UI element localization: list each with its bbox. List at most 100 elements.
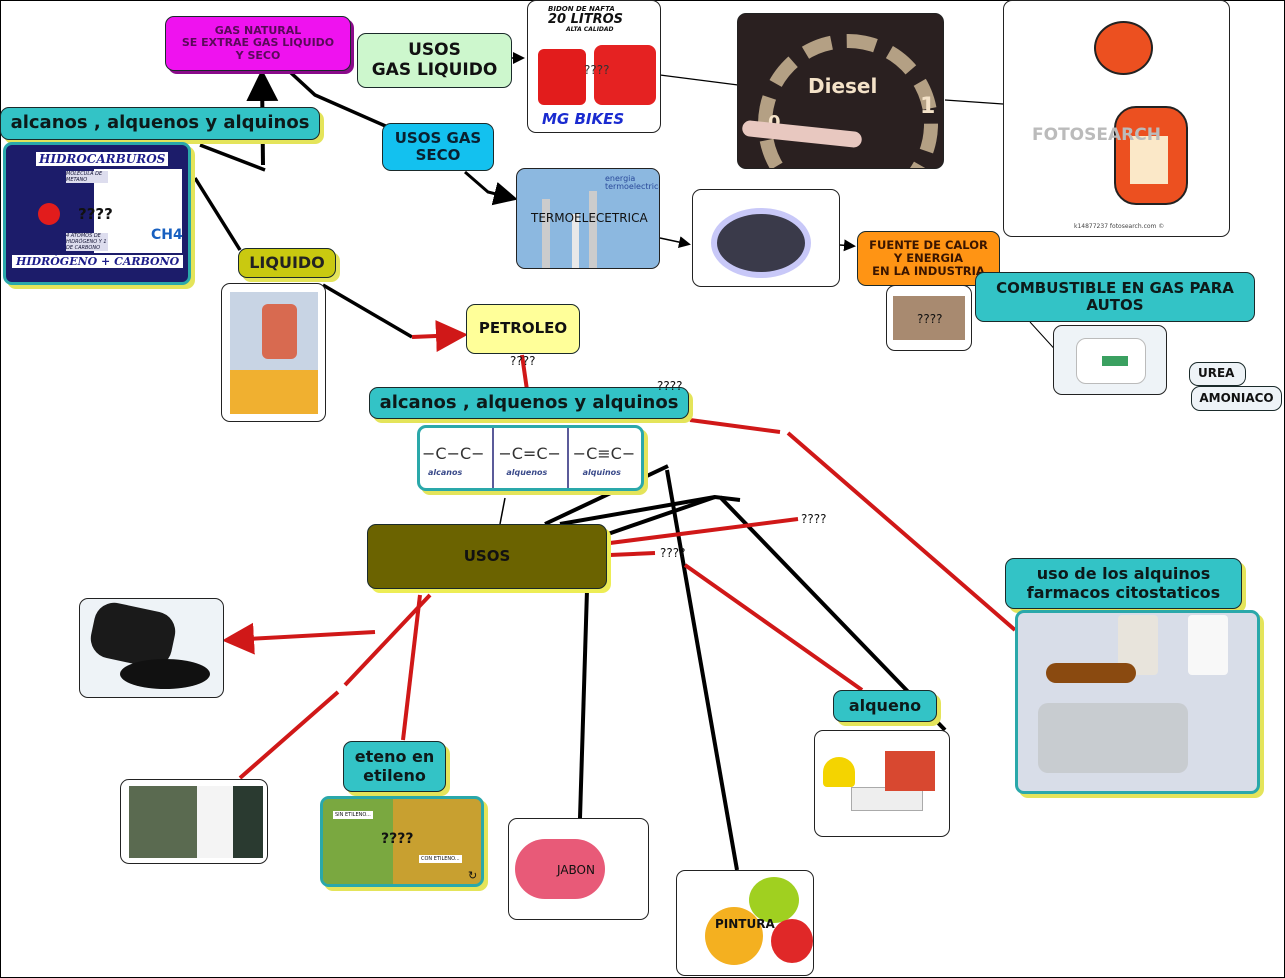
formula-text: −C−C− <box>422 444 485 463</box>
formula-text: −C=C− <box>498 444 561 463</box>
soap-icon <box>515 839 605 899</box>
bidon-brand: MG BIKES <box>542 110 625 128</box>
link-liquido-petroleo <box>322 283 413 339</box>
image-farmacos[interactable] <box>1015 610 1260 794</box>
link-usos-3 <box>604 494 741 537</box>
paint-green <box>749 877 799 923</box>
node-usos[interactable]: USOS <box>367 524 607 589</box>
node-alcanos-mid[interactable]: alcanos , alquenos y alquinos <box>369 387 689 419</box>
image-hidrocarburos[interactable]: HIDROCARBUROS MOLÉCULA DE METANO 4 ATOMO… <box>3 142 191 285</box>
chimney-3 <box>589 191 597 268</box>
hidro-atomos: 4 ATOMOS DE HIDRÓGENO Y 1 DE CARBONO <box>66 233 108 251</box>
carbon-atom-icon <box>38 203 60 225</box>
formula-text: −C≡C− <box>572 444 636 463</box>
node-amoniaco[interactable]: AMONIACO <box>1191 386 1282 411</box>
label-usos-q2: ???? <box>660 546 686 560</box>
oil-spill <box>120 659 210 689</box>
formula-name: alquinos <box>582 468 621 477</box>
flame-ring-icon <box>711 208 811 278</box>
extinguisher-label <box>1130 136 1168 184</box>
chimney-2 <box>572 214 579 268</box>
gas-tank-icon <box>1102 356 1128 366</box>
link-diesel-foto <box>944 99 1004 105</box>
link-petroleo-alcanos <box>520 354 529 391</box>
link-usos-farmacos <box>609 517 799 545</box>
link-liquido-petroleo-red <box>411 320 468 352</box>
jerrycan-large-icon <box>594 45 656 105</box>
image-bananas[interactable]: SIN ETILENO... CON ETILENO... ???? ↻ <box>320 796 484 887</box>
link-usosseco-termo <box>464 170 518 206</box>
link-usos-2 <box>559 495 716 526</box>
bidon-question: ???? <box>584 63 610 77</box>
image-diesel-gauge[interactable]: Diesel 0 1 <box>737 13 944 169</box>
image-fotosearch-extinguisher[interactable]: FOTOSEARCH k14877237 fotosearch.com © <box>1003 0 1230 237</box>
image-gas-burner[interactable] <box>692 189 840 287</box>
label-alcanos-q: ???? <box>657 379 683 393</box>
pills-blister <box>1038 703 1188 773</box>
gauge-one: 1 <box>920 94 936 119</box>
image-fire[interactable]: ???? <box>886 285 972 351</box>
node-usos-gas-seco[interactable]: USOS GAS SECO <box>382 123 494 171</box>
image-termoelectrica[interactable]: energia termoelectrica TERMOELECETRICA <box>516 168 660 269</box>
hand-drill-icon <box>262 304 297 359</box>
node-petroleo[interactable]: PETROLEO <box>466 304 580 354</box>
hidro-question: ???? <box>78 205 113 223</box>
shirt-white <box>197 786 233 858</box>
bananas-sin: SIN ETILENO... <box>333 811 373 819</box>
white-panel <box>94 169 182 253</box>
bananas-con: CON ETILENO... <box>419 855 462 863</box>
node-liquido[interactable]: LIQUIDO <box>238 248 336 278</box>
label-petroleo-q: ???? <box>510 354 536 368</box>
ampoule-icon <box>1046 663 1136 683</box>
chimney-1 <box>542 199 550 268</box>
link-usos-eteno <box>401 594 422 741</box>
termo-tag: energia termoelectrica <box>605 174 660 191</box>
hidro-bottom: HIDRÓGENO + CARBONO <box>12 255 184 268</box>
link-gasnatural-usosseco <box>288 70 391 130</box>
bidon-line2: 20 LITROS <box>548 12 624 27</box>
helmet-icon <box>823 757 855 787</box>
replay-icon[interactable]: ↻ <box>468 869 478 882</box>
keyboard-icon <box>851 787 923 811</box>
gauge-arc <box>758 34 938 168</box>
paint-red <box>771 919 813 963</box>
label-usos-q1: ???? <box>801 512 827 526</box>
link-hidro-liquido <box>193 177 242 251</box>
formula-row: −C−C− alcanos −C=C− alquenos −C≡C− alqui… <box>420 428 641 488</box>
image-jabon[interactable]: JABON <box>508 818 649 920</box>
image-plastics[interactable] <box>814 730 950 837</box>
fotosearch-watermark: FOTOSEARCH <box>1032 125 1161 145</box>
formula-name: alcanos <box>428 468 463 477</box>
node-eteno[interactable]: eteno en etileno <box>343 741 446 792</box>
formula-alquinos: −C≡C− alquinos <box>569 428 641 488</box>
image-formulas[interactable]: −C−C− alcanos −C=C− alquenos −C≡C− alqui… <box>417 425 644 491</box>
node-usos-gas-liquido[interactable]: USOS GAS LIQUIDO <box>357 33 512 88</box>
hidro-molecula: MOLÉCULA DE METANO <box>66 171 108 183</box>
bottle-white-icon <box>1188 615 1228 675</box>
hidro-title: HIDROCARBUROS <box>36 152 169 166</box>
node-fuente-calor[interactable]: FUENTE DE CALOR Y ENERGIA EN LA INDUSTRI… <box>857 231 1000 286</box>
fotosearch-code: k14877237 fotosearch.com © <box>1074 223 1165 230</box>
link-alcanos-farmacos <box>689 418 1017 632</box>
link-thin <box>499 497 506 525</box>
jabon-caption: JABON <box>557 863 595 877</box>
node-combustible-autos[interactable]: COMBUSTIBLE EN GAS PARA AUTOS <box>975 272 1255 322</box>
link-usos-pintura <box>665 469 739 871</box>
shirt-plaid <box>233 786 263 858</box>
node-urea[interactable]: UREA <box>1189 362 1246 386</box>
node-alqueno[interactable]: alqueno <box>833 690 937 722</box>
image-oil-drill-cartoon[interactable] <box>221 283 326 422</box>
node-gas-natural[interactable]: GAS NATURAL SE EXTRAE GAS LIQUIDO Y SECO <box>165 16 351 71</box>
image-bidon-nafta[interactable]: BIDON DE NAFTA 20 LITROS ALTA CALIDAD ??… <box>527 0 661 133</box>
node-alcanos-top[interactable]: alcanos , alquenos y alquinos <box>0 107 320 140</box>
image-gas-car[interactable] <box>1053 325 1167 395</box>
bidon-line3: ALTA CALIDAD <box>566 26 614 33</box>
image-shirts[interactable] <box>120 779 268 864</box>
node-uso-alquinos[interactable]: uso de los alquinos farmacos citostatico… <box>1005 558 1242 609</box>
formula-alquenos: −C=C− alquenos <box>494 428 569 488</box>
jerrycan-small-icon <box>538 49 586 105</box>
map-land <box>230 370 318 414</box>
image-pintura[interactable]: PINTURA <box>676 870 814 976</box>
image-oil-barrel[interactable] <box>79 598 224 698</box>
